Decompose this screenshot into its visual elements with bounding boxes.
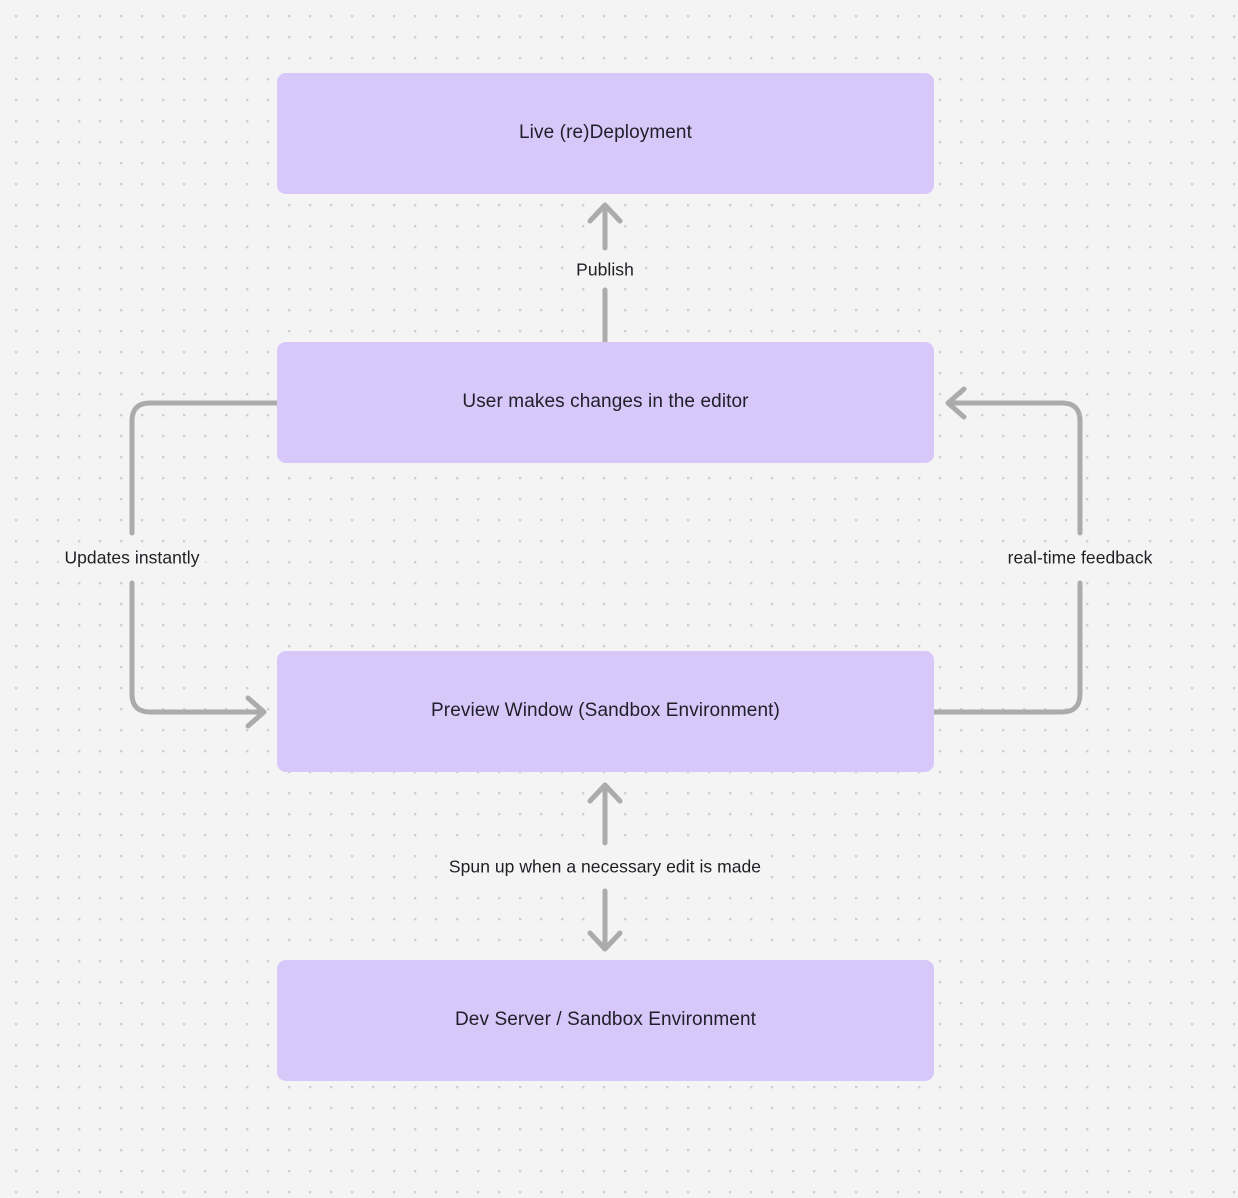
node-dev-server-sandbox-environment[interactable]: Dev Server / Sandbox Environment bbox=[277, 960, 934, 1081]
edge-label-spun-up-when-a-necessary-edit-is-made: Spun up when a necessary edit is made bbox=[442, 854, 768, 880]
edge-label-real-time-feedback: real-time feedback bbox=[1001, 545, 1159, 571]
node-label: Live (re)Deployment bbox=[519, 122, 692, 144]
arrowhead-down-icon bbox=[587, 930, 623, 952]
edge-label-publish: Publish bbox=[570, 257, 640, 283]
node-live-redeployment[interactable]: Live (re)Deployment bbox=[277, 73, 934, 194]
node-label: User makes changes in the editor bbox=[462, 391, 749, 413]
edge-label-updates-instantly: Updates instantly bbox=[58, 545, 206, 571]
node-label: Dev Server / Sandbox Environment bbox=[454, 1009, 756, 1031]
node-label: Preview Window (Sandbox Environment) bbox=[431, 700, 780, 722]
arrowhead-up-icon bbox=[587, 202, 623, 224]
arrowhead-left-icon bbox=[945, 386, 967, 420]
arrowhead-up-icon bbox=[587, 782, 623, 804]
node-preview-window-sandbox-environment[interactable]: Preview Window (Sandbox Environment) bbox=[277, 651, 934, 772]
arrowhead-right-icon bbox=[245, 695, 267, 729]
node-user-makes-changes-in-the-editor[interactable]: User makes changes in the editor bbox=[277, 342, 934, 463]
